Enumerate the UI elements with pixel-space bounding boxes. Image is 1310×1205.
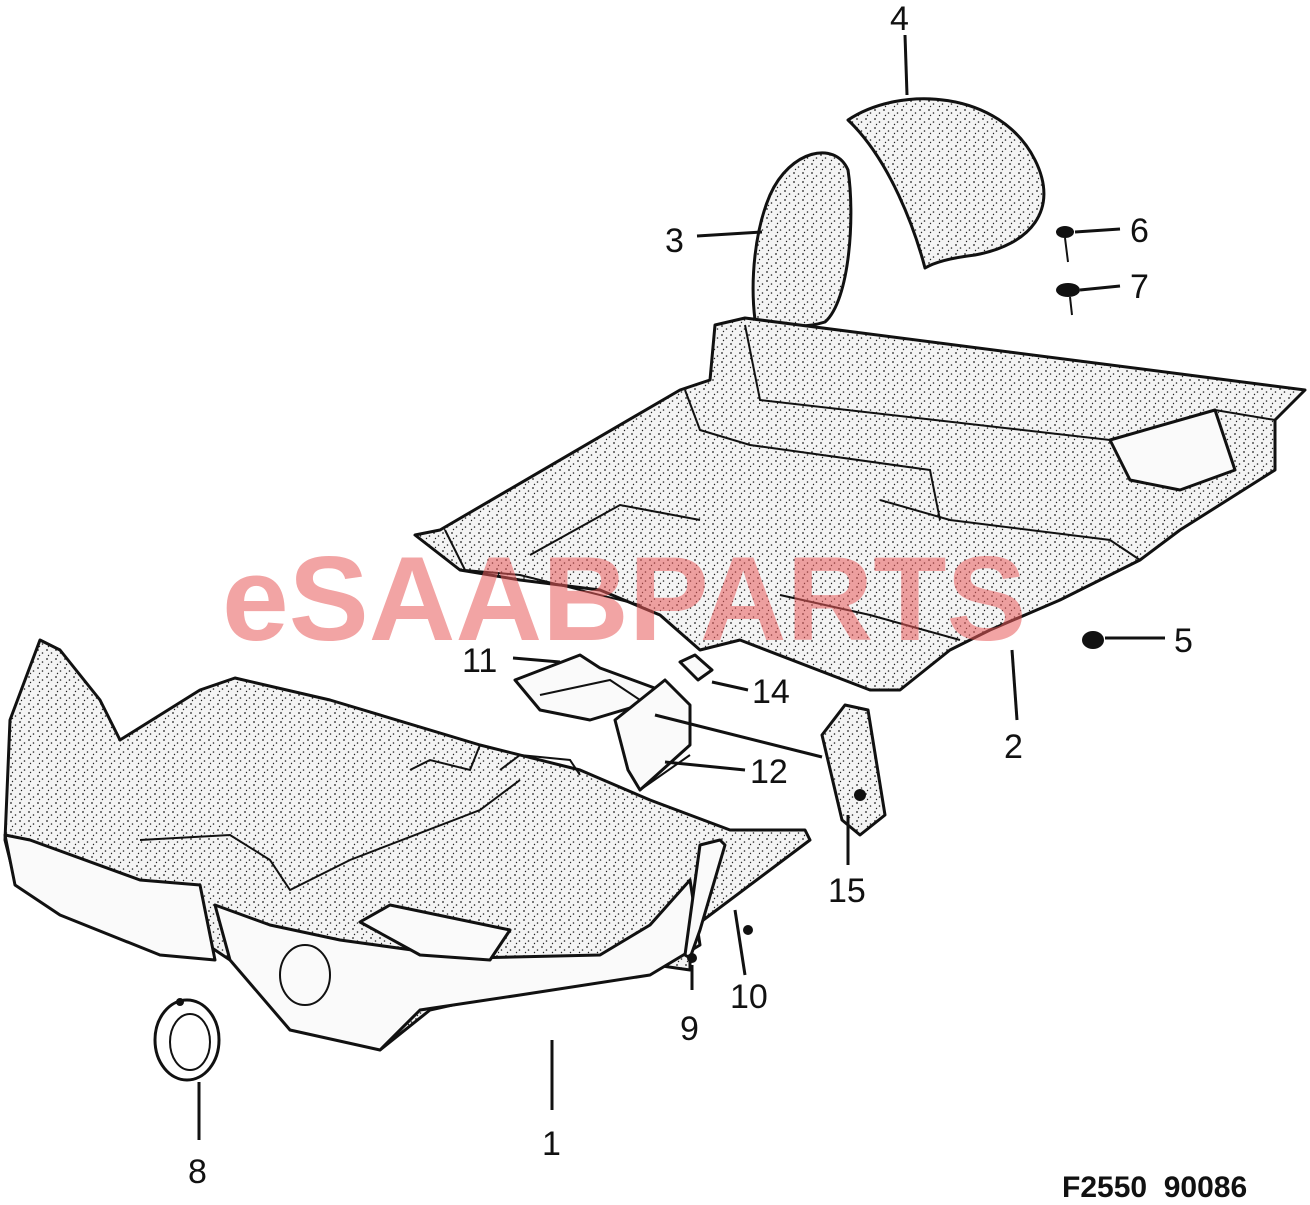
part-5-plug	[1082, 631, 1104, 649]
callout-4: 4	[890, 0, 909, 38]
leader-lines	[197, 34, 1165, 1140]
callout-12: 12	[750, 753, 788, 791]
leader-11	[512, 656, 561, 664]
callout-2: 2	[1004, 728, 1023, 766]
watermark-text: eSAABPARTS	[222, 532, 1027, 666]
callout-7: 7	[1130, 268, 1149, 306]
callout-8: 8	[188, 1153, 207, 1191]
callout-6: 6	[1130, 212, 1149, 250]
leader-6	[1074, 227, 1121, 234]
leader-10	[733, 909, 747, 976]
leader-3	[696, 230, 763, 238]
callout-11: 11	[462, 642, 497, 680]
callout-14: 14	[752, 673, 790, 711]
leader-14	[711, 680, 749, 692]
part-4-pad	[846, 97, 1046, 270]
part-12-plate	[613, 678, 692, 792]
leader-12	[664, 760, 746, 772]
part-10-screw	[743, 925, 753, 935]
drawing-reference: F2550 90086	[1062, 1171, 1247, 1204]
callout-10: 10	[730, 978, 768, 1016]
part-15-pad	[820, 703, 887, 837]
callout-3: 3	[665, 222, 684, 260]
callout-15: 15	[828, 872, 866, 910]
part-7-washer	[1056, 283, 1080, 316]
leader-15-b	[654, 713, 823, 759]
part-8-ring	[153, 998, 221, 1082]
callout-5: 5	[1174, 622, 1193, 660]
callout-1: 1	[542, 1125, 561, 1163]
leader-7	[1079, 284, 1121, 292]
part-9-strip	[683, 838, 727, 963]
part-14-clip	[678, 653, 714, 682]
leader-4	[903, 34, 909, 96]
part-1-front-carpet	[3, 638, 812, 1052]
part-3-pad	[751, 151, 853, 328]
callout-9: 9	[680, 1010, 699, 1048]
part-6-clip	[1056, 226, 1074, 263]
leader-2	[1010, 649, 1019, 721]
part-2-floor-carpet	[413, 316, 1307, 692]
